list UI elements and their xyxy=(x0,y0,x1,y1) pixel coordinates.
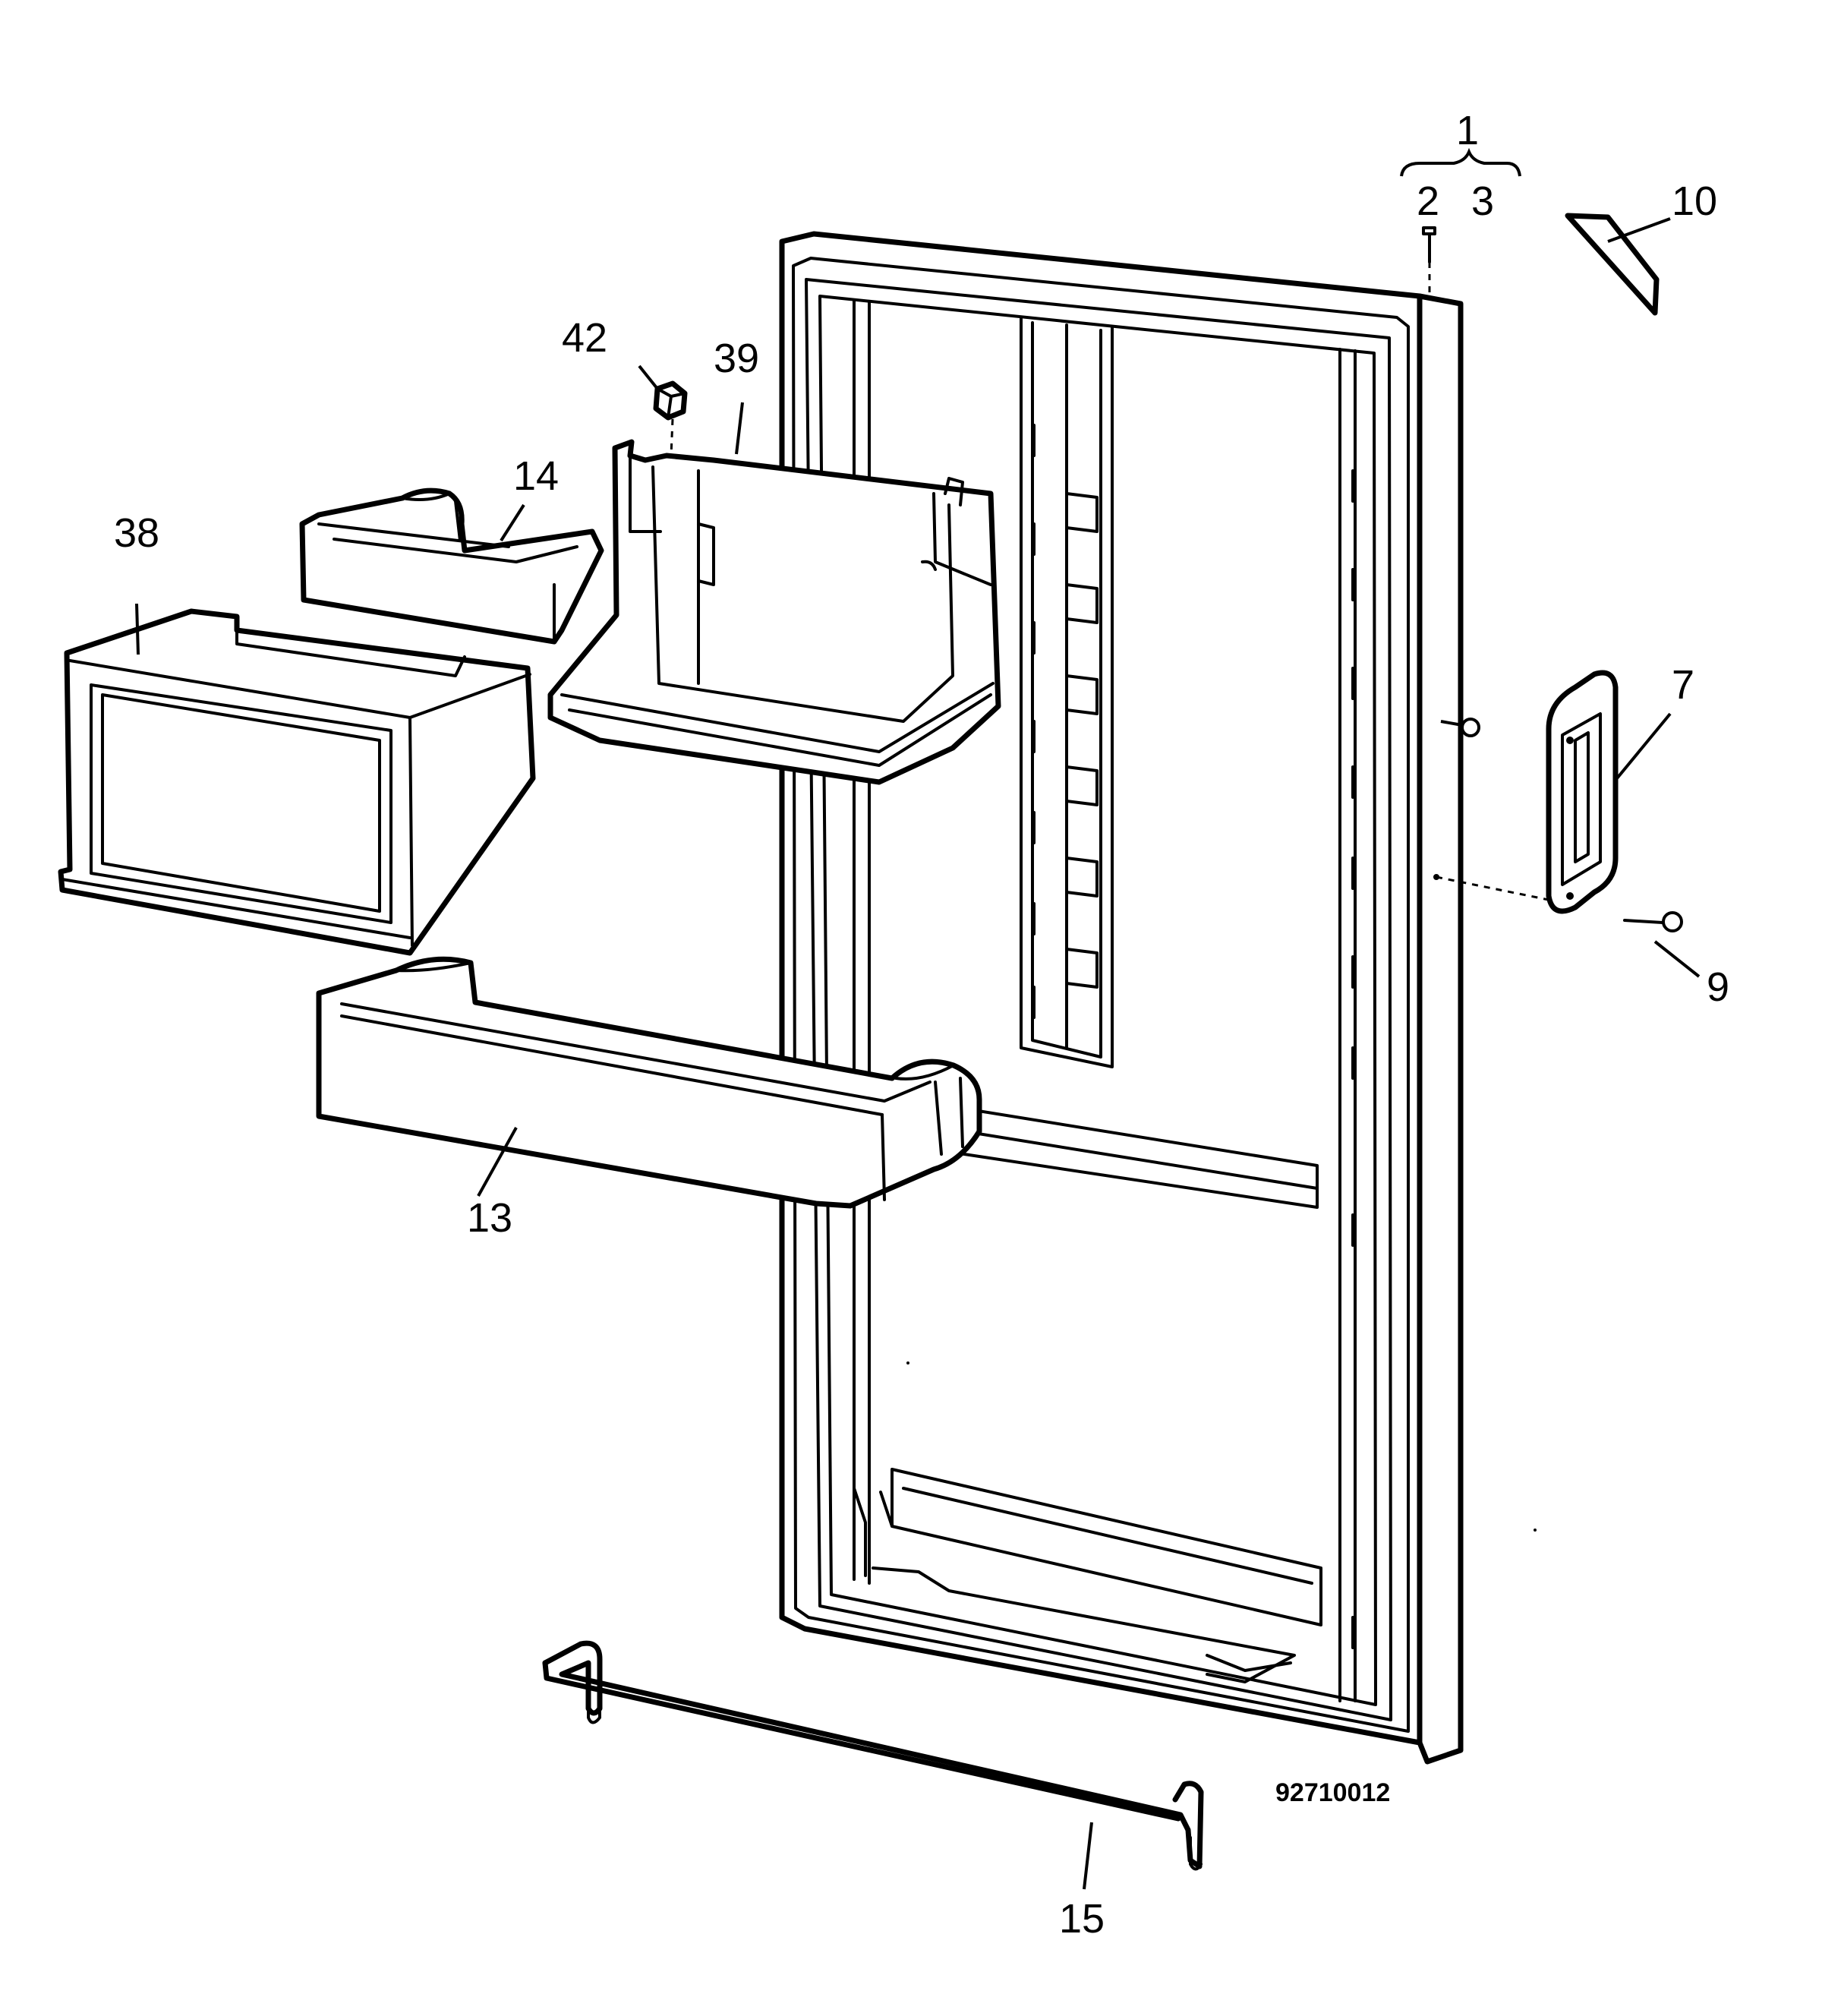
brace-part-1 xyxy=(1400,147,1521,177)
callout-2: 2 xyxy=(1417,178,1439,224)
drawing-number: 92710012 xyxy=(1275,1778,1390,1807)
callout-14: 14 xyxy=(513,453,559,499)
callout-15: 15 xyxy=(1059,1896,1105,1942)
callout-7: 7 xyxy=(1672,662,1694,708)
callout-39: 39 xyxy=(714,336,759,381)
plug-part-3 xyxy=(1440,718,1480,737)
callout-10: 10 xyxy=(1672,178,1717,224)
shelf-part-14 xyxy=(299,487,604,645)
channel-notches xyxy=(1032,424,1099,1019)
callout-13: 13 xyxy=(467,1195,512,1241)
screw-part-2 xyxy=(1422,226,1436,292)
callout-3: 3 xyxy=(1471,178,1494,224)
handle-part-7 xyxy=(1546,670,1672,914)
callout-9: 9 xyxy=(1707,964,1729,1010)
door-assembly xyxy=(779,231,1464,1765)
compartment-part-38 xyxy=(58,603,536,956)
callout-labels: 1 2 3 10 42 39 14 38 7 9 13 15 92710012 xyxy=(114,108,1729,1942)
shelf-part-13 xyxy=(316,956,982,1209)
bin-part-39 xyxy=(547,402,1001,785)
clip-part-42 xyxy=(638,364,688,456)
callout-42: 42 xyxy=(562,315,607,361)
wire-bar-part-15 xyxy=(542,1640,1204,1890)
callout-38: 38 xyxy=(114,510,159,556)
screw-part-9 xyxy=(1433,874,1701,978)
callout-1: 1 xyxy=(1456,108,1479,153)
trim-part-10 xyxy=(1565,213,1671,316)
